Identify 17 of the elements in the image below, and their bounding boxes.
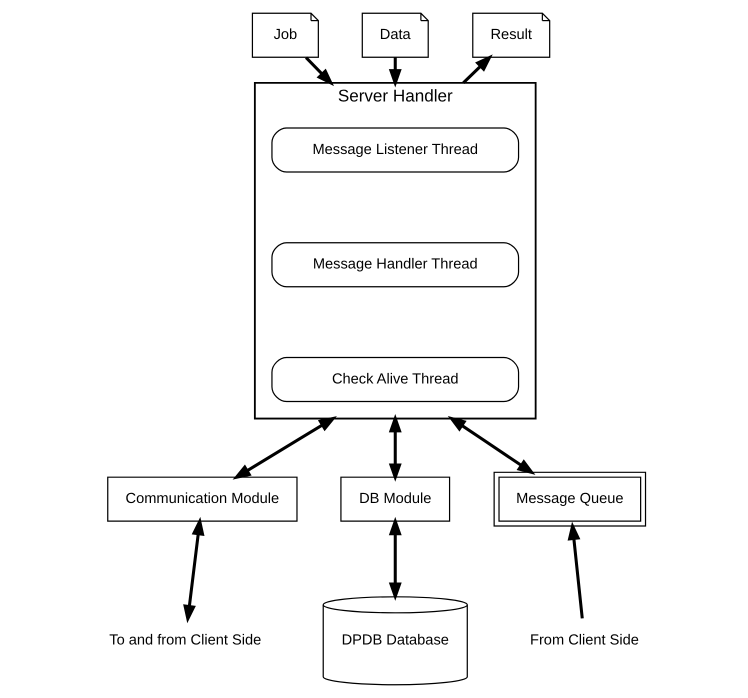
node-box: Check Alive Thread — [270, 356, 519, 402]
node-text: To and from Client Side — [108, 632, 261, 649]
arrow — [182, 516, 204, 624]
node-box: DB Module — [340, 476, 450, 522]
arrow — [232, 416, 336, 480]
node-box: Message Queue — [493, 472, 646, 527]
node-box: Communication Module — [106, 476, 298, 522]
arrow — [567, 522, 584, 619]
arrow — [462, 54, 492, 84]
arrow — [447, 416, 535, 475]
arrow — [388, 516, 402, 601]
node-text: From Client Side — [530, 632, 638, 649]
arrow — [388, 414, 402, 482]
arrow — [304, 56, 334, 86]
node-box: Message Handler Thread — [270, 242, 519, 288]
arrow — [388, 58, 402, 88]
node-box: Message Listener Thread — [270, 127, 519, 173]
